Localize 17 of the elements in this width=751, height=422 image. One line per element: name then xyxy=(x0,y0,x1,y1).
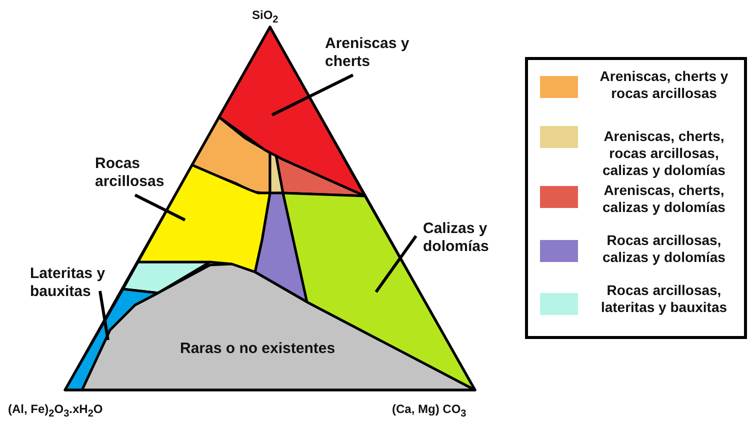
region-label: Calizas y dolomías xyxy=(423,220,513,256)
legend-text: Areniscas, cherts, rocas arcillosas, calizas y dolomías xyxy=(602,128,726,179)
leader-line xyxy=(134,194,186,222)
region-label: Raras o no existentes xyxy=(180,340,336,358)
leader-line xyxy=(374,235,418,293)
legend-text: Rocas arcillosas, calizas y dolomías xyxy=(602,232,726,266)
region-label: Areniscas y cherts xyxy=(325,35,435,71)
vertex-label: SiO$_{2}$ xyxy=(252,8,278,26)
legend-text: Areniscas, cherts, calizas y dolomías xyxy=(602,182,726,216)
legend-text: Rocas arcillosas, lateritas y bauxitas xyxy=(600,282,728,316)
region-label: Lateritas y bauxitas xyxy=(30,265,130,301)
legend-text: Areniscas, cherts y rocas arcillosas xyxy=(598,68,730,102)
region-label: Rocas arcillosas xyxy=(95,155,185,191)
vertex-label: (Al, Fe)$_{2}$O$_{3}$.xH$_{2}$O xyxy=(8,402,103,420)
leader-line xyxy=(271,74,354,116)
leader-line xyxy=(98,290,110,340)
vertex-label: (Ca, Mg) CO$_{3}$ xyxy=(392,402,466,420)
